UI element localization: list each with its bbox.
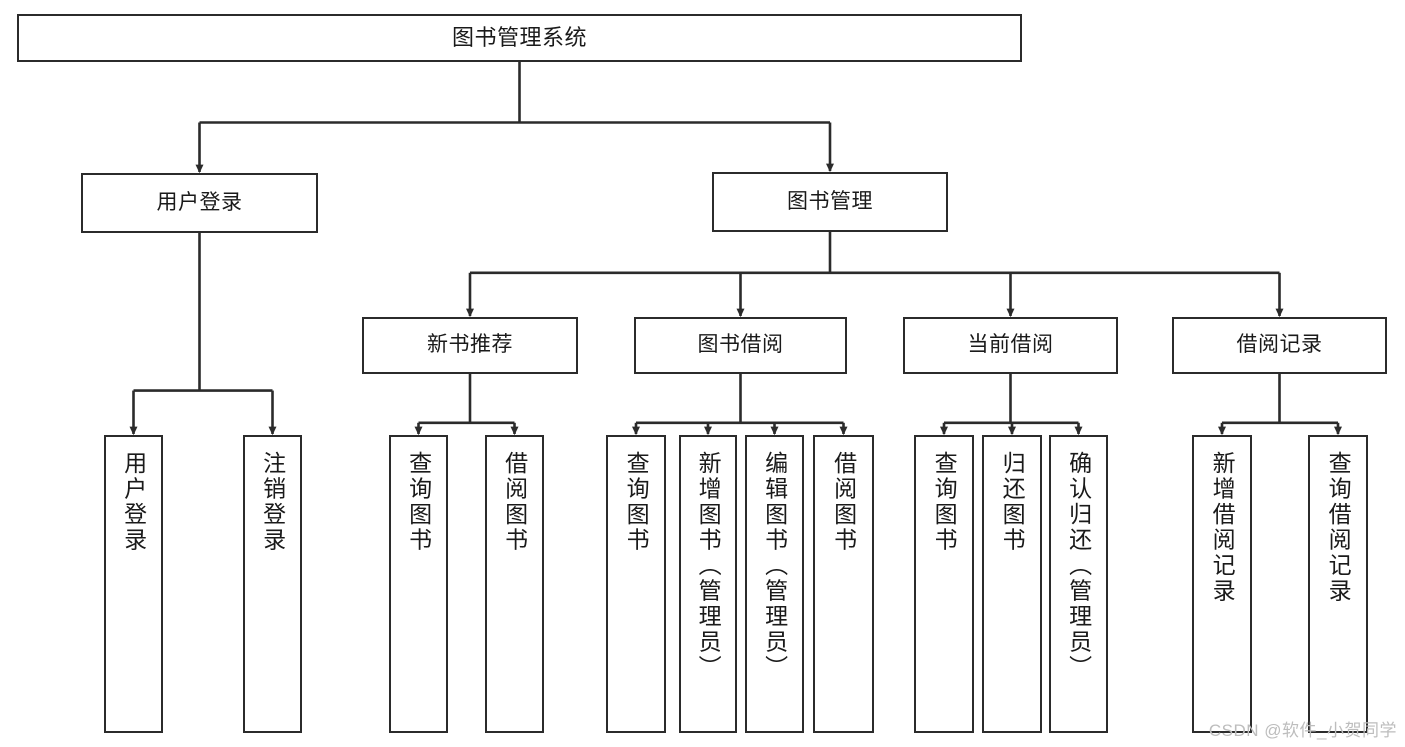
node-label: 新增图书（管理员） (695, 451, 722, 681)
node-label: 查询图书 (405, 451, 432, 553)
node-label: 注销登录 (259, 451, 286, 553)
node-leaf-rec-add[interactable]: 新增借阅记录 (1192, 435, 1252, 733)
node-label: 确认归还（管理员） (1065, 451, 1092, 681)
node-label: 当前借阅 (967, 333, 1054, 357)
node-label: 借阅记录 (1236, 333, 1323, 357)
node-leaf-bo-add[interactable]: 新增图书（管理员） (679, 435, 737, 733)
node-leaf-bo-borrow[interactable]: 借阅图书 (813, 435, 874, 733)
node-leaf-bo-edit[interactable]: 编辑图书（管理员） (745, 435, 804, 733)
node-label: 用户登录 (120, 451, 147, 553)
node-leaf-user-logout[interactable]: 注销登录 (243, 435, 302, 733)
node-leaf-cur-confirm[interactable]: 确认归还（管理员） (1049, 435, 1108, 733)
node-root[interactable]: 图书管理系统 (17, 14, 1022, 62)
node-label: 图书管理 (787, 189, 873, 213)
node-login[interactable]: 用户登录 (81, 173, 318, 233)
node-label: 图书借阅 (697, 333, 784, 357)
node-label: 编辑图书（管理员） (761, 451, 788, 681)
node-leaf-new-borrow[interactable]: 借阅图书 (485, 435, 544, 733)
node-leaf-new-query[interactable]: 查询图书 (389, 435, 448, 733)
node-label: 借阅图书 (501, 451, 528, 553)
node-label: 查询图书 (931, 451, 958, 553)
node-bookmgmt[interactable]: 图书管理 (712, 172, 948, 232)
node-label: 新书推荐 (427, 333, 513, 357)
node-label: 查询图书 (623, 451, 650, 553)
node-label: 查询借阅记录 (1325, 451, 1352, 604)
edges (129, 62, 1342, 436)
node-label: 图书管理系统 (451, 25, 587, 51)
node-label: 借阅图书 (830, 451, 857, 553)
node-leaf-cur-query[interactable]: 查询图书 (914, 435, 974, 733)
node-label: 归还图书 (999, 451, 1026, 553)
node-leaf-rec-query[interactable]: 查询借阅记录 (1308, 435, 1368, 733)
node-newrec[interactable]: 新书推荐 (362, 317, 578, 374)
node-label: 新增借阅记录 (1209, 451, 1236, 604)
node-current[interactable]: 当前借阅 (903, 317, 1118, 374)
node-records[interactable]: 借阅记录 (1172, 317, 1387, 374)
node-leaf-cur-return[interactable]: 归还图书 (982, 435, 1042, 733)
node-leaf-user-login[interactable]: 用户登录 (104, 435, 163, 733)
watermark: CSDN @软件_小贺同学 (1208, 721, 1397, 740)
node-leaf-bo-query[interactable]: 查询图书 (606, 435, 666, 733)
node-label: 用户登录 (156, 190, 243, 214)
node-borrow[interactable]: 图书借阅 (634, 317, 847, 374)
